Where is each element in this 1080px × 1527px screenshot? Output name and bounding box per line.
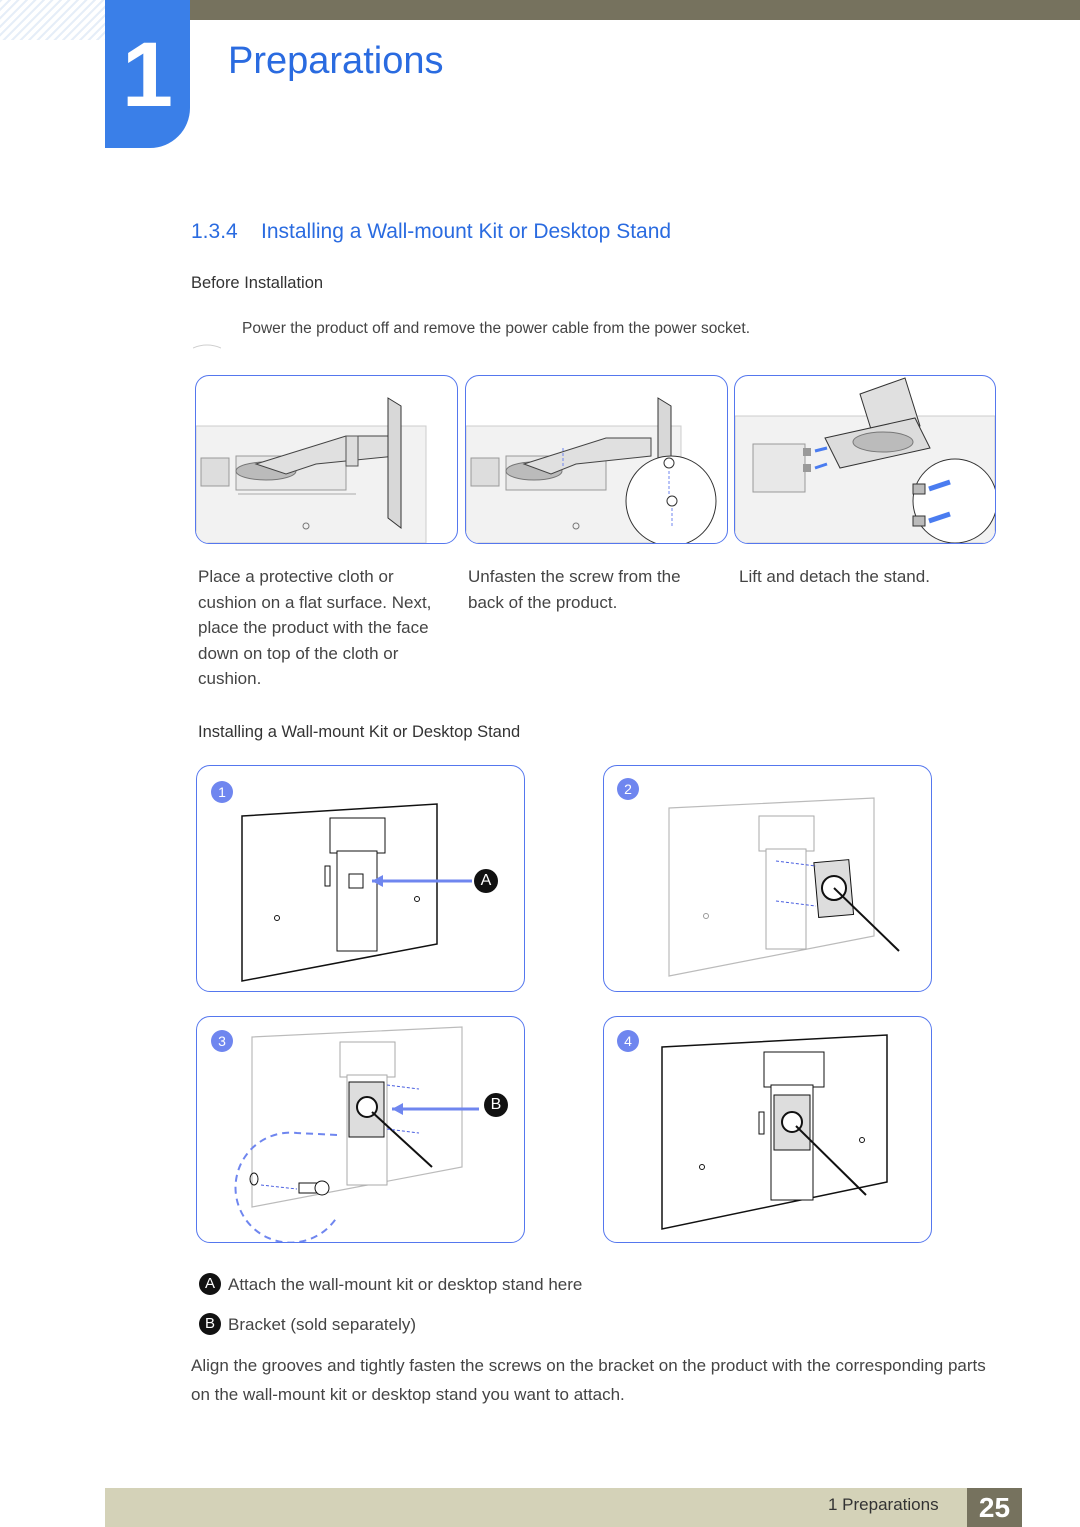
section-heading: 1.3.4 Installing a Wall-mount Kit or Desk… [191,220,671,244]
section-title: Installing a Wall-mount Kit or Desktop S… [261,220,672,243]
before-step-2-caption: Unfasten the screw from the back of the … [468,567,681,612]
install-step-2-illustration [603,765,932,992]
before-step-1-illustration [195,375,458,544]
page-number: 25 [967,1488,1022,1527]
install-step-4-number: 4 [617,1030,639,1052]
legend-text-a: Attach the wall-mount kit or desktop sta… [228,1275,583,1294]
install-step-3-number: 3 [211,1030,233,1052]
chapter-title: Preparations [228,40,444,82]
before-step-3-illustration [734,375,996,544]
before-step-3-caption: Lift and detach the stand. [739,567,930,586]
footer-chapter-label: 1 Preparations [828,1495,939,1514]
install-step-2-number: 2 [617,778,639,800]
instructions-paragraph: Align the grooves and tightly fasten the… [191,1356,986,1404]
install-step-1-illustration [196,765,525,992]
note-text: Power the product off and remove the pow… [242,320,751,337]
install-step-3-illustration [196,1016,525,1243]
legend-marker-a: A [199,1273,221,1295]
legend-text-b: Bracket (sold separately) [228,1315,417,1334]
header-hatch [0,0,105,40]
legend-marker-b: B [199,1313,221,1335]
chapter-number: 1 [105,0,190,148]
marker-a: A [474,869,498,893]
install-step-4-illustration [603,1016,932,1243]
footer-bar [105,1488,967,1527]
marker-b: B [484,1093,508,1117]
note-icon [193,318,221,350]
before-installation-heading: Before Installation [191,274,324,292]
install-step-1-number: 1 [211,781,233,803]
before-step-1-caption: Place a protective cloth or cushion on a… [198,567,432,688]
before-step-2-illustration [465,375,728,544]
section-number: 1.3.4 [191,220,238,243]
installing-heading: Installing a Wall-mount Kit or Desktop S… [198,723,521,741]
header-bar [190,0,1080,20]
